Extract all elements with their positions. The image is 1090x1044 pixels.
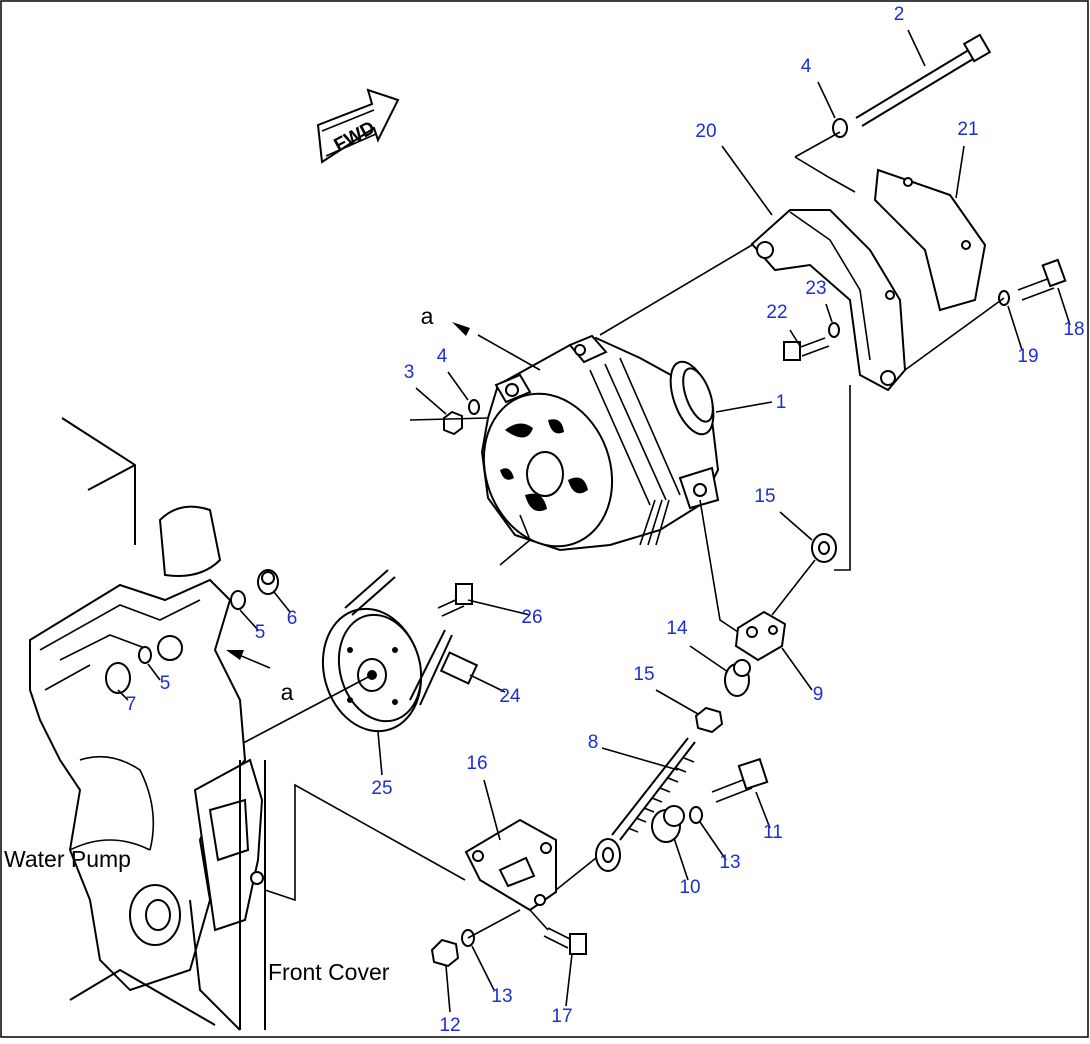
front-cover-label: Front Cover [268,959,390,985]
callout-c7: 7 [126,694,137,715]
spacer-14 [724,659,751,697]
callout-c4b: 4 [437,346,448,367]
engine-front-block [29,417,266,1031]
callout-c17: 17 [551,1006,572,1027]
water-pump-label: Water Pump [4,846,131,872]
plug-7 [105,662,131,694]
o-ring-5-upper [230,590,246,610]
alternator-bracket [750,209,907,392]
callout-c13a: 13 [719,852,740,873]
callout-c13b: 13 [491,986,512,1007]
washer-23 [828,322,840,338]
callout-c22: 22 [766,302,787,323]
washer-13-right [689,806,703,824]
washer-4 [468,399,480,415]
spacer-10 [651,805,685,843]
guide-line [599,244,753,336]
callout-c16: 16 [466,753,487,774]
view-label-a1: a [421,303,434,329]
callout-c6: 6 [287,608,298,629]
callout-c19: 19 [1017,346,1038,367]
pulley-bolt-26 [437,583,473,617]
arrow-a-lower [226,650,244,660]
view-labels: aa [281,303,434,705]
guide-line [794,131,856,193]
long-bolt [855,33,992,127]
callout-c15b: 15 [633,664,654,685]
nut-15-lower [694,706,724,734]
plug-6 [257,569,279,595]
callout-c9: 9 [813,684,824,705]
bolt-22 [783,337,830,361]
callout-c2: 2 [894,4,905,25]
guide-line [477,334,541,371]
arrow-a-upper [452,322,470,336]
adjust-bracket [734,559,816,662]
o-ring-5-lower [138,646,152,664]
bolt-11 [711,757,769,803]
callout-c1: 1 [776,392,787,413]
washer-top [832,118,848,138]
callout-c23: 23 [805,278,826,299]
alternator [480,334,720,566]
callout-c4a: 4 [801,56,812,77]
callout-c18: 18 [1063,319,1084,340]
callout-c12: 12 [439,1015,460,1036]
guide-line [699,499,739,633]
alternator-shield [873,168,987,312]
guide-line [409,417,489,421]
threaded-rod [595,737,696,872]
pulley [321,569,453,733]
callout-c14: 14 [666,618,688,639]
guide-line [904,297,1005,371]
bolt-17 [543,927,587,955]
callout-c8: 8 [588,732,599,753]
callout-c24: 24 [499,686,521,707]
nut-12 [430,938,460,968]
callout-c10: 10 [679,877,700,898]
leader-lines [117,29,1071,1013]
callout-c15a: 15 [754,486,775,507]
mounting-bracket [464,818,597,912]
callout-c25: 25 [371,778,392,799]
pulley-pin-24 [439,651,479,685]
forward-direction-arrow: FWD [316,88,400,164]
callout-c20: 20 [695,121,716,142]
callout-c21: 21 [957,119,978,140]
callout-c3: 3 [404,362,415,383]
callout-c5b: 5 [160,673,171,694]
guide-line [264,783,466,902]
nut-3 [443,410,463,436]
fwd-label: FWD [331,117,379,156]
callout-c5a: 5 [255,622,266,643]
adjust-nut-upper [811,533,837,563]
guide-line [467,909,549,939]
bolt-18 [1017,258,1067,301]
callout-c26: 26 [521,607,542,628]
view-label-a2: a [281,679,294,705]
guide-line [834,385,851,571]
callout-c11: 11 [763,822,783,843]
